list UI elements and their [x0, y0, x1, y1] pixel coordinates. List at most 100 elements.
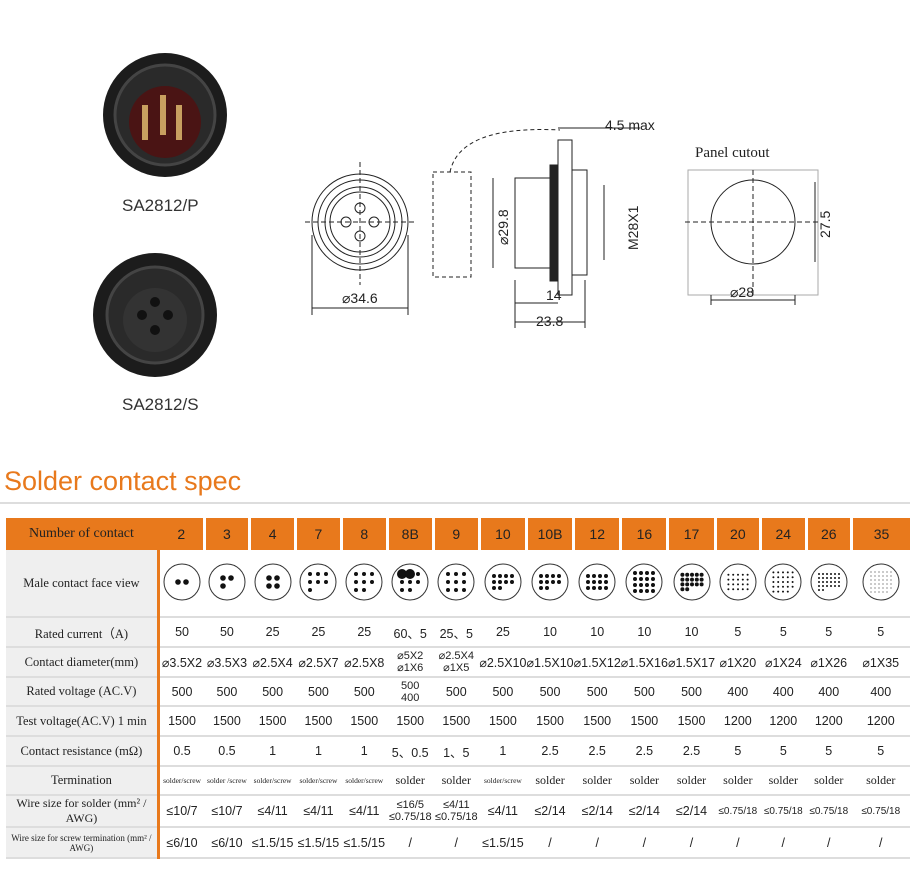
contact-pin	[694, 581, 699, 586]
spec-cell: 1500	[479, 706, 527, 737]
row-label: Wire size for solder (mm² / AWG)	[6, 795, 160, 828]
contact-pin	[787, 575, 790, 578]
spec-cell: 25	[295, 617, 342, 648]
spec-cell: ⌀1X24	[760, 647, 807, 678]
contact-pin	[598, 579, 603, 584]
contact-pin	[782, 580, 785, 583]
contact-face-diagram	[391, 563, 429, 600]
spec-cell: ⌀1X20	[715, 647, 761, 678]
spec-cell: 500	[204, 677, 250, 707]
spec-cell: 5	[715, 617, 761, 648]
contact-pin	[497, 579, 502, 584]
face-view-cell	[715, 550, 761, 618]
contact-pin	[732, 582, 735, 585]
contact-pin	[354, 579, 359, 584]
spec-cell: 1200	[806, 706, 852, 737]
contact-count-header: 26	[804, 518, 852, 550]
contact-pin	[454, 571, 459, 576]
contact-pin	[354, 571, 359, 576]
spec-cell: 1500	[526, 706, 574, 737]
contact-pin	[509, 573, 514, 578]
spec-cell: 10	[526, 617, 574, 648]
contact-pin	[679, 572, 684, 577]
spec-cell: ≤6/10	[204, 827, 250, 859]
spec-cell: ⌀2.5X4 ⌀1X5	[433, 647, 480, 678]
spec-cell: 1500	[387, 706, 434, 737]
contact-pin	[833, 576, 836, 579]
contact-count-header: 10	[477, 518, 527, 550]
contact-pin	[881, 586, 884, 589]
contact-pin	[408, 579, 413, 584]
spec-cell: 25	[249, 617, 296, 648]
contact-pin	[684, 577, 689, 582]
spec-cell: solder	[573, 766, 621, 796]
contact-pin	[308, 579, 313, 584]
spec-cell: 5	[851, 617, 910, 648]
face-view-row: Male contact face view	[6, 550, 910, 618]
contact-count-header: 9	[431, 518, 480, 550]
contact-pin	[651, 576, 656, 581]
spec-cell: 5	[715, 736, 761, 767]
row-label: Termination	[6, 766, 160, 796]
contact-pin	[772, 570, 775, 573]
spec-cell: solder	[620, 766, 668, 796]
spec-cell: 1500	[249, 706, 296, 737]
contact-pin	[684, 581, 689, 586]
contact-pin	[889, 574, 892, 577]
contact-pin	[881, 578, 884, 581]
contact-pin	[821, 588, 824, 591]
spec-cell: 60、5	[387, 617, 434, 648]
contact-pin	[889, 570, 892, 573]
front-diameter-dim: ⌀34.6	[342, 290, 378, 306]
contact-pin	[821, 572, 824, 575]
spec-cell: solder	[387, 766, 434, 796]
contact-pin	[787, 585, 790, 588]
contact-pin	[316, 579, 321, 584]
contact-pin	[877, 590, 880, 593]
spec-cell: ⌀2.5X7	[295, 647, 342, 678]
contact-pin	[308, 571, 313, 576]
contact-pin	[400, 579, 405, 584]
face-view-cell	[295, 550, 342, 618]
contact-pin	[837, 572, 840, 575]
contact-pin	[877, 586, 880, 589]
contact-pin	[586, 579, 591, 584]
face-view-cell	[387, 550, 434, 618]
contact-pin	[689, 581, 694, 586]
contact-pin	[592, 573, 597, 578]
spec-cell: solder	[526, 766, 574, 796]
spec-cell: 400	[715, 677, 761, 707]
contact-pin	[551, 573, 556, 578]
contact-pin	[497, 573, 502, 578]
contact-pin	[316, 571, 321, 576]
spec-cell: 1	[295, 736, 342, 767]
contact-pin	[400, 587, 405, 592]
contact-face-diagram	[484, 563, 522, 600]
spec-cell: /	[387, 827, 434, 859]
spec-cell: 1	[341, 736, 388, 767]
contact-pin	[777, 575, 780, 578]
contact-pin	[370, 571, 375, 576]
contact-pin	[777, 580, 780, 583]
contact-count-header: 10B	[524, 518, 574, 550]
spec-cell: /	[620, 827, 668, 859]
thread-dim: M28X1	[625, 205, 641, 250]
contact-pin	[736, 587, 739, 590]
spec-cell: 1500	[667, 706, 716, 737]
row-label: Contact resistance (mΩ)	[6, 736, 160, 767]
face-view-cell	[479, 550, 527, 618]
model-label-socket: SA2812/S	[122, 395, 199, 414]
row-label: Wire size for screw termination (mm² / A…	[6, 827, 160, 859]
contact-pin	[604, 579, 609, 584]
contact-pin	[869, 590, 872, 593]
contact-pin	[497, 585, 502, 590]
contact-pin	[777, 590, 780, 593]
side-view	[432, 127, 640, 328]
contact-pin	[265, 574, 272, 581]
panel-cutout-view	[685, 169, 820, 305]
contact-pin	[736, 582, 739, 585]
spec-cell: solder/screw	[295, 766, 342, 796]
contact-pin	[881, 574, 884, 577]
contact-pin	[539, 585, 544, 590]
